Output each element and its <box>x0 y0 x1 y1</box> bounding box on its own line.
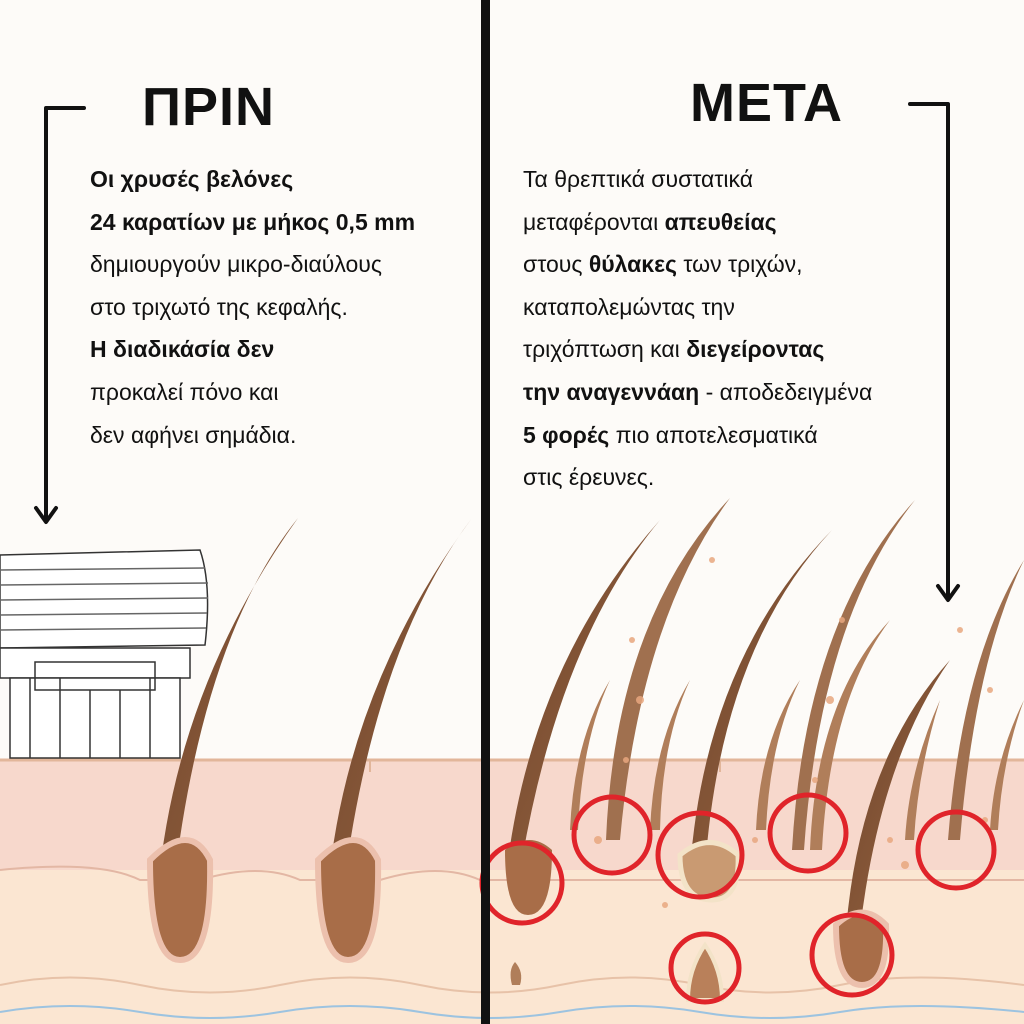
highlight-circle <box>915 809 997 891</box>
highlight-circle <box>655 810 745 900</box>
text-line: Οι χρυσές βελόνες <box>90 158 415 201</box>
text-line: προκαλεί πόνο και <box>90 371 415 414</box>
text-line: δεν αφήνει σημάδια. <box>90 414 415 457</box>
highlight-circles <box>479 792 997 1005</box>
text-line: στις έρευνες. <box>523 456 872 499</box>
text-run: την αναγεννάαη <box>523 378 700 405</box>
highlight-circle <box>571 794 653 876</box>
text-run: 24 καρατίων με μήκος 0,5 mm <box>90 208 416 235</box>
text-run: τριχόπτωση και <box>523 336 687 363</box>
after-hairs <box>505 498 1024 1002</box>
before-hairs <box>146 518 472 964</box>
before-panel: ΠΡΙΝ Οι χρυσές βελόνες 24 καρατίων με μήκ… <box>0 0 484 1024</box>
highlight-circle <box>809 912 895 998</box>
text-run: στο τριχωτό της κεφαλής. <box>90 293 348 320</box>
after-description: Τα θρεπτικά συστατικά μεταφέρονται απευθε… <box>523 158 872 499</box>
text-line: δημιουργούν μικρο-διαύλους <box>90 243 415 286</box>
text-run: μεταφέρονται <box>523 208 665 235</box>
text-run: Η διαδικάσία δεν <box>90 336 275 363</box>
text-run: δημιουργούν μικρο-διαύλους <box>90 251 382 278</box>
derma-stamp-device-icon <box>0 549 209 759</box>
text-run: στις έρευνες. <box>523 464 655 491</box>
text-run: 5 φορές <box>523 421 610 448</box>
text-run: Τα θρεπτικά συστατικά <box>523 166 754 192</box>
highlight-circle <box>767 792 849 874</box>
text-run: θύλακες <box>588 251 677 278</box>
text-line: στο τριχωτό της κεφαλής. <box>90 286 415 329</box>
text-run: Οι χρυσές βελόνες <box>90 166 294 192</box>
text-line: 5 φορές πιο αποτελεσματικά <box>523 414 872 457</box>
text-run: διεγείροντας <box>686 336 825 363</box>
text-line: στους θύλακες των τριχών, <box>523 243 872 286</box>
text-run: πιο αποτελεσματικά <box>609 421 818 448</box>
text-run: - αποδεδειγμένα <box>699 378 873 405</box>
text-line: 24 καρατίων με μήκος 0,5 mm <box>90 201 415 244</box>
text-line: την αναγεννάαη - αποδεδειγμένα <box>523 371 872 414</box>
before-description: Οι χρυσές βελόνες 24 καρατίων με μήκος 0,… <box>90 158 415 456</box>
text-line: τριχόπτωση και διεγείροντας <box>523 328 872 371</box>
text-run: απευθείας <box>664 208 777 235</box>
highlight-circle <box>668 931 742 1005</box>
before-heading: ΠΡΙΝ <box>142 77 276 137</box>
arrow-down-right-icon <box>908 102 960 602</box>
text-run: προκαλεί πόνο και <box>90 378 279 405</box>
text-line: Τα θρεπτικά συστατικά <box>523 158 872 201</box>
text-line: καταπολεμώντας την <box>523 286 872 329</box>
arrow-down-left-icon <box>34 106 86 524</box>
panel-divider <box>481 0 490 1024</box>
text-run: δεν αφήνει σημάδια. <box>90 421 297 448</box>
text-line: Η διαδικάσία δεν <box>90 328 415 371</box>
after-heading: ΜΕΤΑ <box>690 73 843 133</box>
text-run: καταπολεμώντας την <box>523 293 735 320</box>
text-line: μεταφέρονται απευθείας <box>523 201 872 244</box>
after-panel: ΜΕΤΑ Τα θρεπτικά συστατικά μεταφέρονται α… <box>490 0 1024 1024</box>
text-run: στους <box>523 251 589 278</box>
text-run: των τριχών, <box>676 251 803 278</box>
